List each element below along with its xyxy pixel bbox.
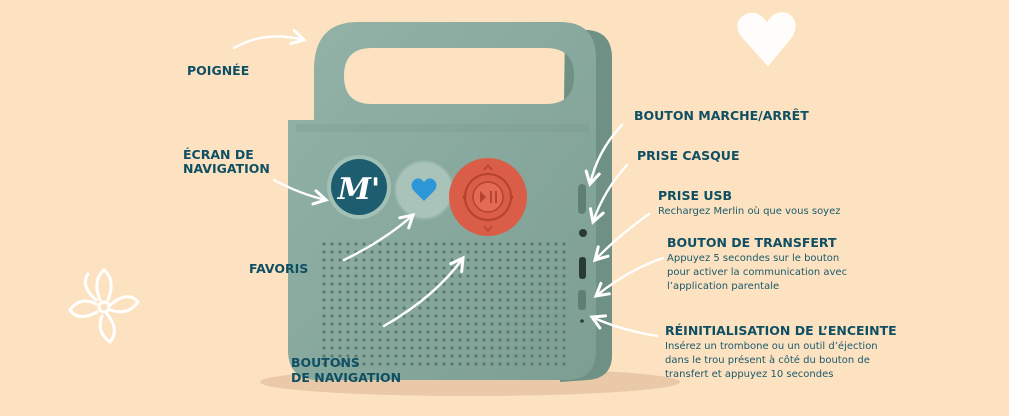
nav-ring-groove xyxy=(464,173,512,221)
arrow-icon-poignee xyxy=(232,29,307,50)
label-favoris: FAVORIS xyxy=(249,261,309,276)
arrow-icon-boutons xyxy=(382,255,465,328)
device-face-top xyxy=(296,124,590,132)
label-boutons-line1: BOUTONS xyxy=(291,355,360,370)
desc-prise-usb: Rechargez Merlin où que vous soyez xyxy=(658,206,841,217)
arrow-icon-transfert xyxy=(593,256,665,298)
heart-icon xyxy=(411,178,437,201)
volume-up-icon xyxy=(483,163,493,171)
desc-transfert-line1: Appuyez 5 secondes sur le bouton xyxy=(667,253,840,264)
arrow-icon-casque xyxy=(588,163,629,225)
usb-port xyxy=(579,257,586,279)
label-transfert: BOUTON DE TRANSFERT xyxy=(667,235,837,250)
reset-hole xyxy=(580,319,584,323)
previous-icon xyxy=(462,193,467,201)
flower-doodle-icon xyxy=(68,268,140,345)
arrow-icon-usb xyxy=(592,212,651,263)
label-ecran-line1: ÉCRAN DE xyxy=(183,147,254,162)
arrow-icon-marche xyxy=(584,123,624,187)
speaker-grille xyxy=(322,238,568,366)
label-ecran-line2: NAVIGATION xyxy=(183,161,270,176)
arrow-icon-ecran xyxy=(272,178,329,206)
desc-transfert-line2: pour activer la communication avec xyxy=(667,267,848,278)
navigation-screen[interactable] xyxy=(331,159,387,215)
desc-reinit-line3: transfert et appuyez 10 secondes xyxy=(665,369,834,380)
label-reinit: RÉINITIALISATION DE L’ENCEINTE xyxy=(665,323,897,338)
volume-down-icon xyxy=(483,225,493,233)
arrow-icon-favoris xyxy=(342,212,416,262)
arrows xyxy=(232,29,665,338)
arrow-icon-reinit xyxy=(589,314,659,338)
next-icon xyxy=(509,193,514,201)
desc-reinit-line2: dans le trou présent à côté du bouton de xyxy=(665,355,870,366)
play-pause-icon xyxy=(480,191,497,203)
label-boutons-line2: DE NAVIGATION xyxy=(291,370,402,385)
heart-doodle-icon xyxy=(737,12,796,67)
m-logo-icon: M' xyxy=(337,172,380,207)
desc-transfert-line3: l’application parentale xyxy=(667,281,780,292)
desc-reinit-line1: Insérez un trombone ou un outil d’éjecti… xyxy=(665,341,878,352)
play-pause-button[interactable] xyxy=(472,181,504,213)
label-prise-usb: PRISE USB xyxy=(658,188,733,203)
headphone-jack-port xyxy=(579,229,587,237)
power-button-port xyxy=(578,184,586,214)
label-marche-arret: BOUTON MARCHE/ARRÊT xyxy=(634,108,809,123)
transfer-button-port xyxy=(578,290,586,310)
label-prise-casque: PRISE CASQUE xyxy=(637,148,740,163)
label-poignee: POIGNÉE xyxy=(187,63,250,78)
